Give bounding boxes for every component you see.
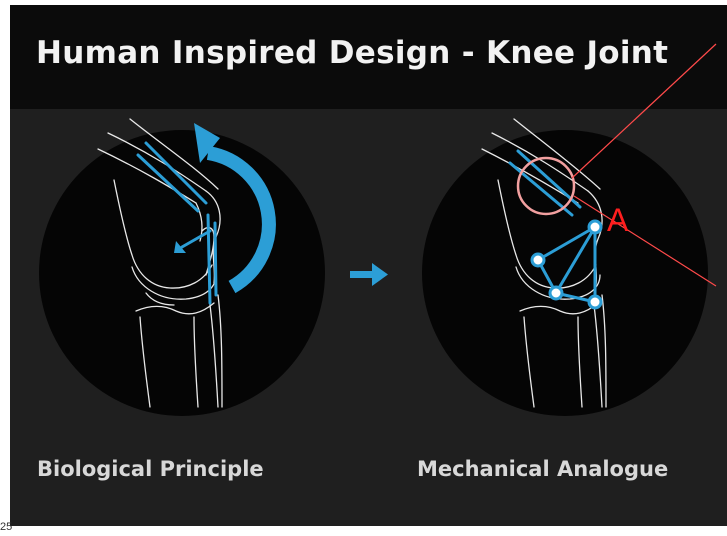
callout-line-lower: [574, 196, 716, 286]
annotation-label: A: [607, 204, 628, 236]
callout-line-upper: [572, 44, 716, 178]
highlight-circle: [518, 158, 574, 214]
page-number: 25: [0, 522, 12, 533]
